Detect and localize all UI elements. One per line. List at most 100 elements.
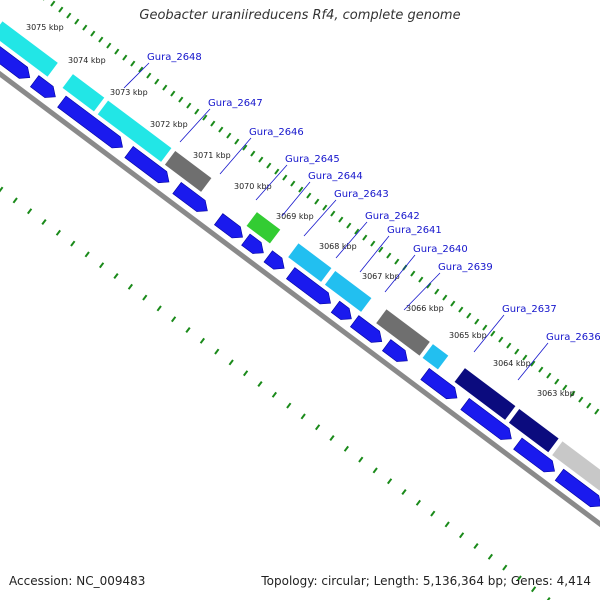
gene-leader-line xyxy=(473,314,505,353)
gene-leader-line xyxy=(359,235,390,273)
outer-tick xyxy=(74,18,80,25)
cds-arrow xyxy=(57,95,123,149)
gene-leader-line xyxy=(123,62,150,89)
outer-tick xyxy=(330,210,336,217)
cds-arrow xyxy=(29,75,56,98)
gene-label: Gura_2637 xyxy=(502,304,557,315)
gene-leader-line xyxy=(517,342,549,381)
gene-label: Gura_2639 xyxy=(438,262,493,273)
outer-tick xyxy=(98,36,104,43)
outer-tick xyxy=(594,408,600,415)
backbone-line xyxy=(0,70,600,528)
gene-label: Gura_2647 xyxy=(208,98,263,109)
outer-tick xyxy=(530,360,536,367)
inner-tick xyxy=(271,391,278,398)
scale-label: 3067 kbp xyxy=(362,272,400,281)
outer-tick xyxy=(266,162,272,169)
cds-arrow xyxy=(285,267,331,305)
outer-tick xyxy=(170,90,176,97)
gene-leader-line xyxy=(384,254,416,293)
feature-block xyxy=(323,269,373,313)
gene-leader-line xyxy=(403,272,441,311)
outer-tick xyxy=(114,48,120,55)
inner-tick xyxy=(343,445,350,452)
inner-tick xyxy=(502,564,508,571)
inner-tick xyxy=(156,305,162,312)
scale-label: 3071 kbp xyxy=(193,151,231,160)
gene-leader-line xyxy=(303,199,337,237)
inner-tick xyxy=(444,521,450,528)
gene-label: Gura_2645 xyxy=(285,154,340,165)
scale-label: 3069 kbp xyxy=(276,212,314,221)
outer-tick xyxy=(554,378,560,385)
outer-tick xyxy=(578,396,584,403)
inner-tick xyxy=(487,553,494,560)
cds-track xyxy=(0,46,600,508)
outer-tick xyxy=(290,180,296,187)
outer-tick xyxy=(490,330,496,337)
genome-summary-text: Topology: circular; Length: 5,136,364 bp… xyxy=(261,574,591,588)
feature-track xyxy=(0,20,600,492)
outer-tick xyxy=(442,294,448,301)
inner-tick xyxy=(199,337,205,344)
outer-tick xyxy=(562,384,568,391)
inner-tick xyxy=(41,219,47,225)
scale-label: 3075 kbp xyxy=(26,23,64,32)
inner-tick xyxy=(12,197,18,204)
feature-block xyxy=(507,407,560,454)
outer-tick xyxy=(178,96,184,103)
gene-label: Gura_2644 xyxy=(308,171,363,182)
gene-leader-line xyxy=(335,221,368,259)
inner-tick xyxy=(55,229,62,236)
outer-tick xyxy=(258,156,264,163)
gene-leader-line xyxy=(179,108,211,143)
cds-arrow xyxy=(420,367,458,400)
outer-tick xyxy=(138,66,144,73)
feature-block xyxy=(0,20,59,78)
inner-tick xyxy=(530,586,537,593)
feature-block xyxy=(245,211,282,245)
inner-tick xyxy=(243,370,249,377)
backbone-stroke xyxy=(0,70,600,528)
outer-tick xyxy=(314,198,320,205)
outer-tick xyxy=(538,366,544,373)
outer-tick xyxy=(242,144,248,151)
inner-tick xyxy=(358,456,364,463)
outer-tick xyxy=(50,0,56,7)
inner-tick-ring xyxy=(0,186,551,600)
inner-tick xyxy=(127,283,133,290)
inner-tick xyxy=(70,240,76,247)
outer-tick xyxy=(154,78,160,85)
outer-tick xyxy=(210,120,216,127)
outer-tick xyxy=(386,252,392,259)
outer-tick-ring xyxy=(43,0,600,415)
feature-block xyxy=(375,308,431,357)
inner-tick xyxy=(516,575,522,582)
inner-tick xyxy=(286,402,292,409)
outer-tick xyxy=(354,228,360,235)
outer-tick xyxy=(250,150,256,157)
accession-text: Accession: NC_009483 xyxy=(9,574,146,588)
inner-tick xyxy=(84,251,90,258)
gene-label: Gura_2648 xyxy=(147,52,202,63)
outer-tick xyxy=(466,312,472,319)
inner-tick xyxy=(473,542,479,550)
outer-tick xyxy=(322,204,328,211)
outer-tick xyxy=(378,246,384,253)
inner-tick xyxy=(386,478,393,485)
scale-label: 3064 kbp xyxy=(493,359,531,368)
inner-tick xyxy=(415,499,422,506)
outer-tick xyxy=(146,72,152,79)
inner-tick xyxy=(99,262,105,269)
outer-tick xyxy=(306,192,312,199)
inner-tick xyxy=(26,208,33,215)
outer-tick xyxy=(450,300,456,307)
outer-tick xyxy=(522,354,528,361)
gene-label: Gura_2642 xyxy=(365,211,420,222)
scale-label: 3063 kbp xyxy=(537,389,575,398)
outer-tick xyxy=(194,108,200,115)
feature-block xyxy=(421,343,450,371)
cds-arrow xyxy=(349,315,383,343)
